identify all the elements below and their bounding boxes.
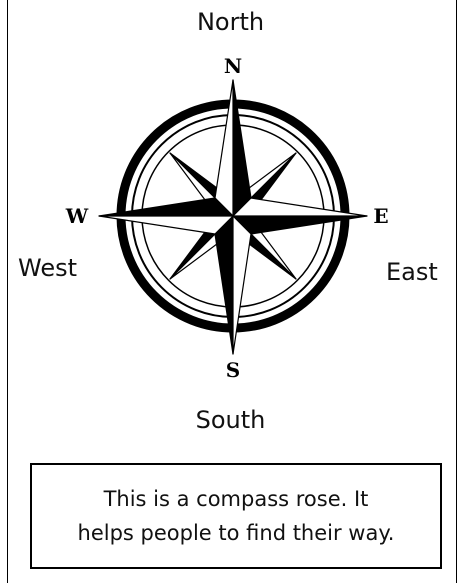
rose-letter-e: E <box>373 204 388 228</box>
caption-line-1: This is a compass rose. It <box>104 482 369 516</box>
rose-letter-w: W <box>65 204 89 228</box>
compass-cardinal-points <box>99 80 367 354</box>
caption-line-2: helps people to find their way. <box>78 516 395 550</box>
rose-letter-s: S <box>226 358 240 382</box>
caption-box: This is a compass rose. It helps people … <box>30 463 442 569</box>
rose-letter-n: N <box>224 54 242 78</box>
